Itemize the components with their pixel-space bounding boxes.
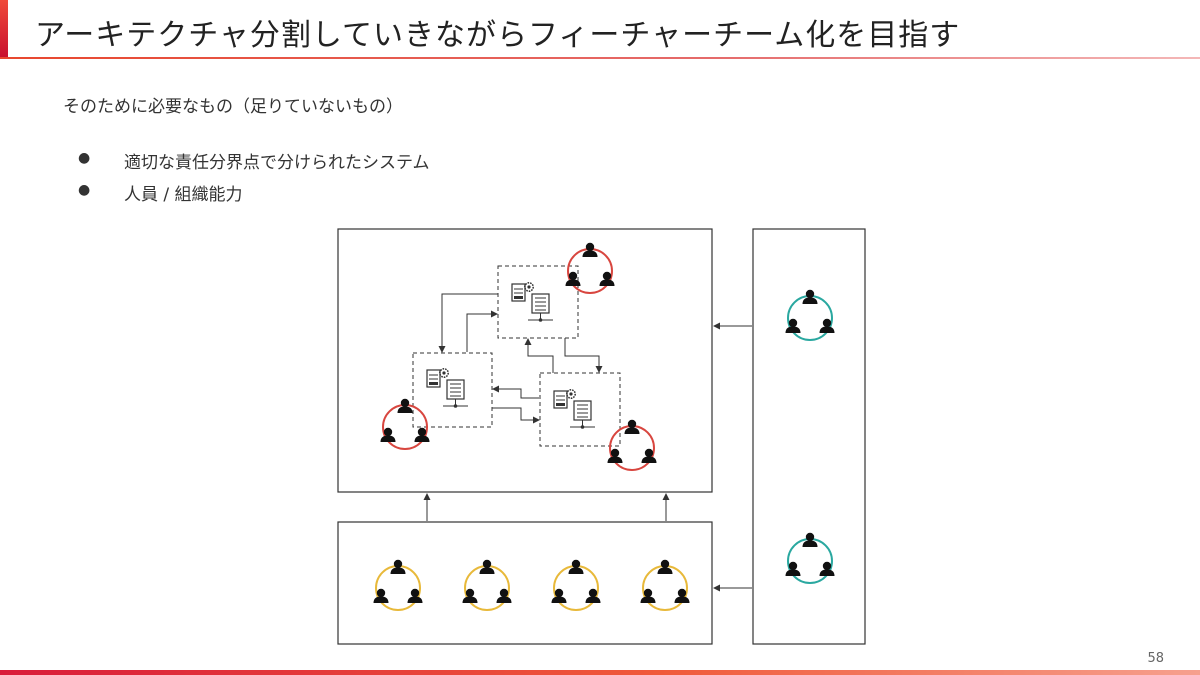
title-accent-bar xyxy=(0,0,8,58)
team-icon xyxy=(640,559,690,611)
team-icon xyxy=(785,532,835,584)
arrow-icon xyxy=(466,310,498,352)
team-icon xyxy=(607,419,657,471)
team-icon xyxy=(785,289,835,341)
team-icon xyxy=(462,559,512,611)
arrow-icon xyxy=(438,293,498,353)
bullet-text: 人員 / 組織能力 xyxy=(124,185,243,205)
arrow-icon xyxy=(564,338,603,373)
bullet-marker: ● xyxy=(78,150,91,166)
service-box-top xyxy=(497,265,579,339)
slide-title: アーキテクチャ分割していきながらフィーチャーチーム化を目指す xyxy=(35,18,961,53)
arrow-icon xyxy=(492,385,539,399)
arrow-icon xyxy=(492,407,540,424)
service-connectors xyxy=(438,293,603,424)
server-config-icon xyxy=(553,389,596,430)
arrow-icon xyxy=(524,338,554,373)
bullet-marker: ● xyxy=(78,182,91,198)
frame-connectors xyxy=(423,322,752,592)
product-system-box xyxy=(337,228,713,493)
component-teams-box xyxy=(337,521,713,645)
intro-text: そのために必要なもの（足りていないもの） xyxy=(63,97,403,117)
service-box-right xyxy=(539,372,621,447)
team-icon xyxy=(380,398,430,450)
server-config-icon xyxy=(426,368,469,409)
team-icon xyxy=(373,559,423,611)
bullet-text: 適切な責任分界点で分けられたシステム xyxy=(124,153,430,173)
page-number: 58 xyxy=(1147,651,1164,666)
platform-teams-box xyxy=(752,228,866,645)
team-icon xyxy=(565,242,615,294)
team-icon xyxy=(551,559,601,611)
footer-accent-bar xyxy=(0,670,1200,675)
title-underline xyxy=(0,57,1200,59)
server-config-icon xyxy=(511,282,554,323)
